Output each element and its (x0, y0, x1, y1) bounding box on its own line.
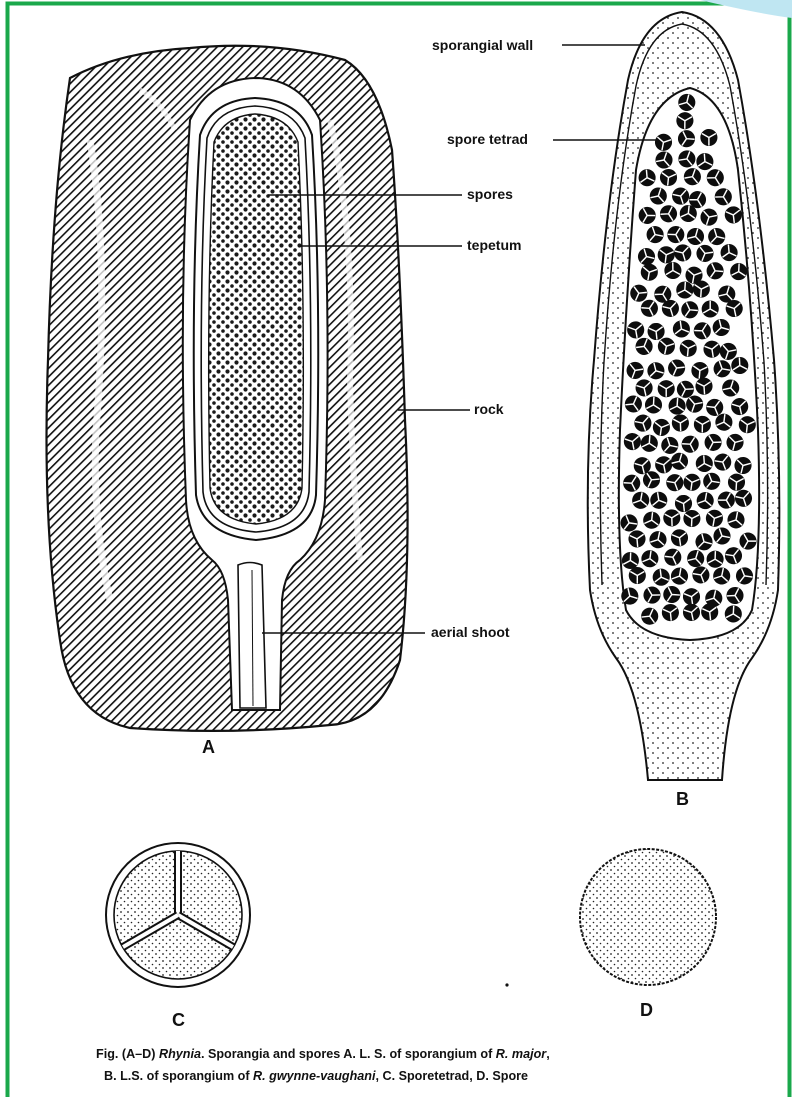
caption-species-1: R. major (496, 1047, 546, 1061)
caption-end-1: , (546, 1047, 550, 1061)
figure-letter-b: B (676, 789, 689, 810)
caption-genus: Rhynia (159, 1047, 201, 1061)
spore-outline (580, 849, 716, 985)
corner-accent (700, 0, 792, 18)
label-aerial-shoot: aerial shoot (431, 624, 510, 640)
caption-text-1: . Sporangia and spores A. L. S. of spora… (201, 1047, 496, 1061)
figure-letter-d: D (640, 1000, 653, 1021)
figure-a-rock-section (47, 46, 408, 731)
figure-b-sporangium (588, 12, 780, 780)
figure-c-spore-tetrad (106, 843, 250, 987)
label-sporangial-wall: sporangial wall (432, 37, 533, 53)
spore-mass (209, 114, 304, 524)
figure-d-spore (580, 849, 716, 985)
stray-dot (505, 983, 508, 986)
label-spore-tetrad: spore tetrad (447, 131, 528, 147)
caption-text-2: B. L.S. of sporangium of (104, 1069, 253, 1083)
caption-prefix: Fig. (A–D) (96, 1047, 159, 1061)
caption-species-2: R. gwynne-vaughani (253, 1069, 375, 1083)
label-spores: spores (467, 186, 513, 202)
caption-text-3: , C. Sporetetrad, D. Spore (375, 1069, 528, 1083)
caption-line-2: B. L.S. of sporangium of R. gwynne-vaugh… (96, 1065, 736, 1087)
label-tepetum: tepetum (467, 237, 521, 253)
figure-letter-a: A (202, 737, 215, 758)
label-rock: rock (474, 401, 504, 417)
figure-letter-c: C (172, 1010, 185, 1031)
spore-tetrad-mark (702, 300, 719, 317)
spore-tetrad-mark (739, 533, 756, 550)
figure-caption: Fig. (A–D) Rhynia. Sporangia and spores … (96, 1043, 736, 1087)
caption-line-1: Fig. (A–D) Rhynia. Sporangia and spores … (96, 1043, 736, 1065)
